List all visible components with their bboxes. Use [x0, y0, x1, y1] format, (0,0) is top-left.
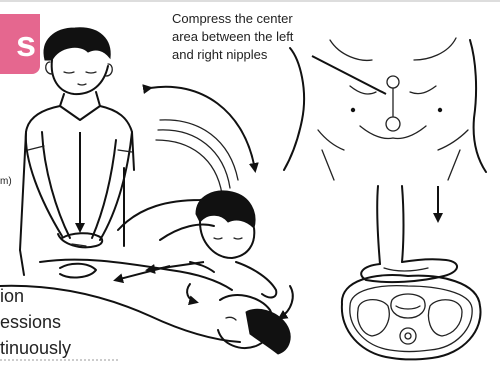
callout-leader — [312, 56, 386, 94]
tilt-arrow-right — [280, 286, 293, 318]
rescuer-figure — [20, 28, 134, 275]
tilt-arrow-left — [187, 284, 196, 302]
hand-arrow — [148, 262, 204, 270]
cross-section-diagram — [342, 186, 481, 360]
breathing-rescuer — [118, 191, 276, 297]
patient-figure — [0, 260, 290, 354]
chest-diagram — [284, 38, 486, 180]
